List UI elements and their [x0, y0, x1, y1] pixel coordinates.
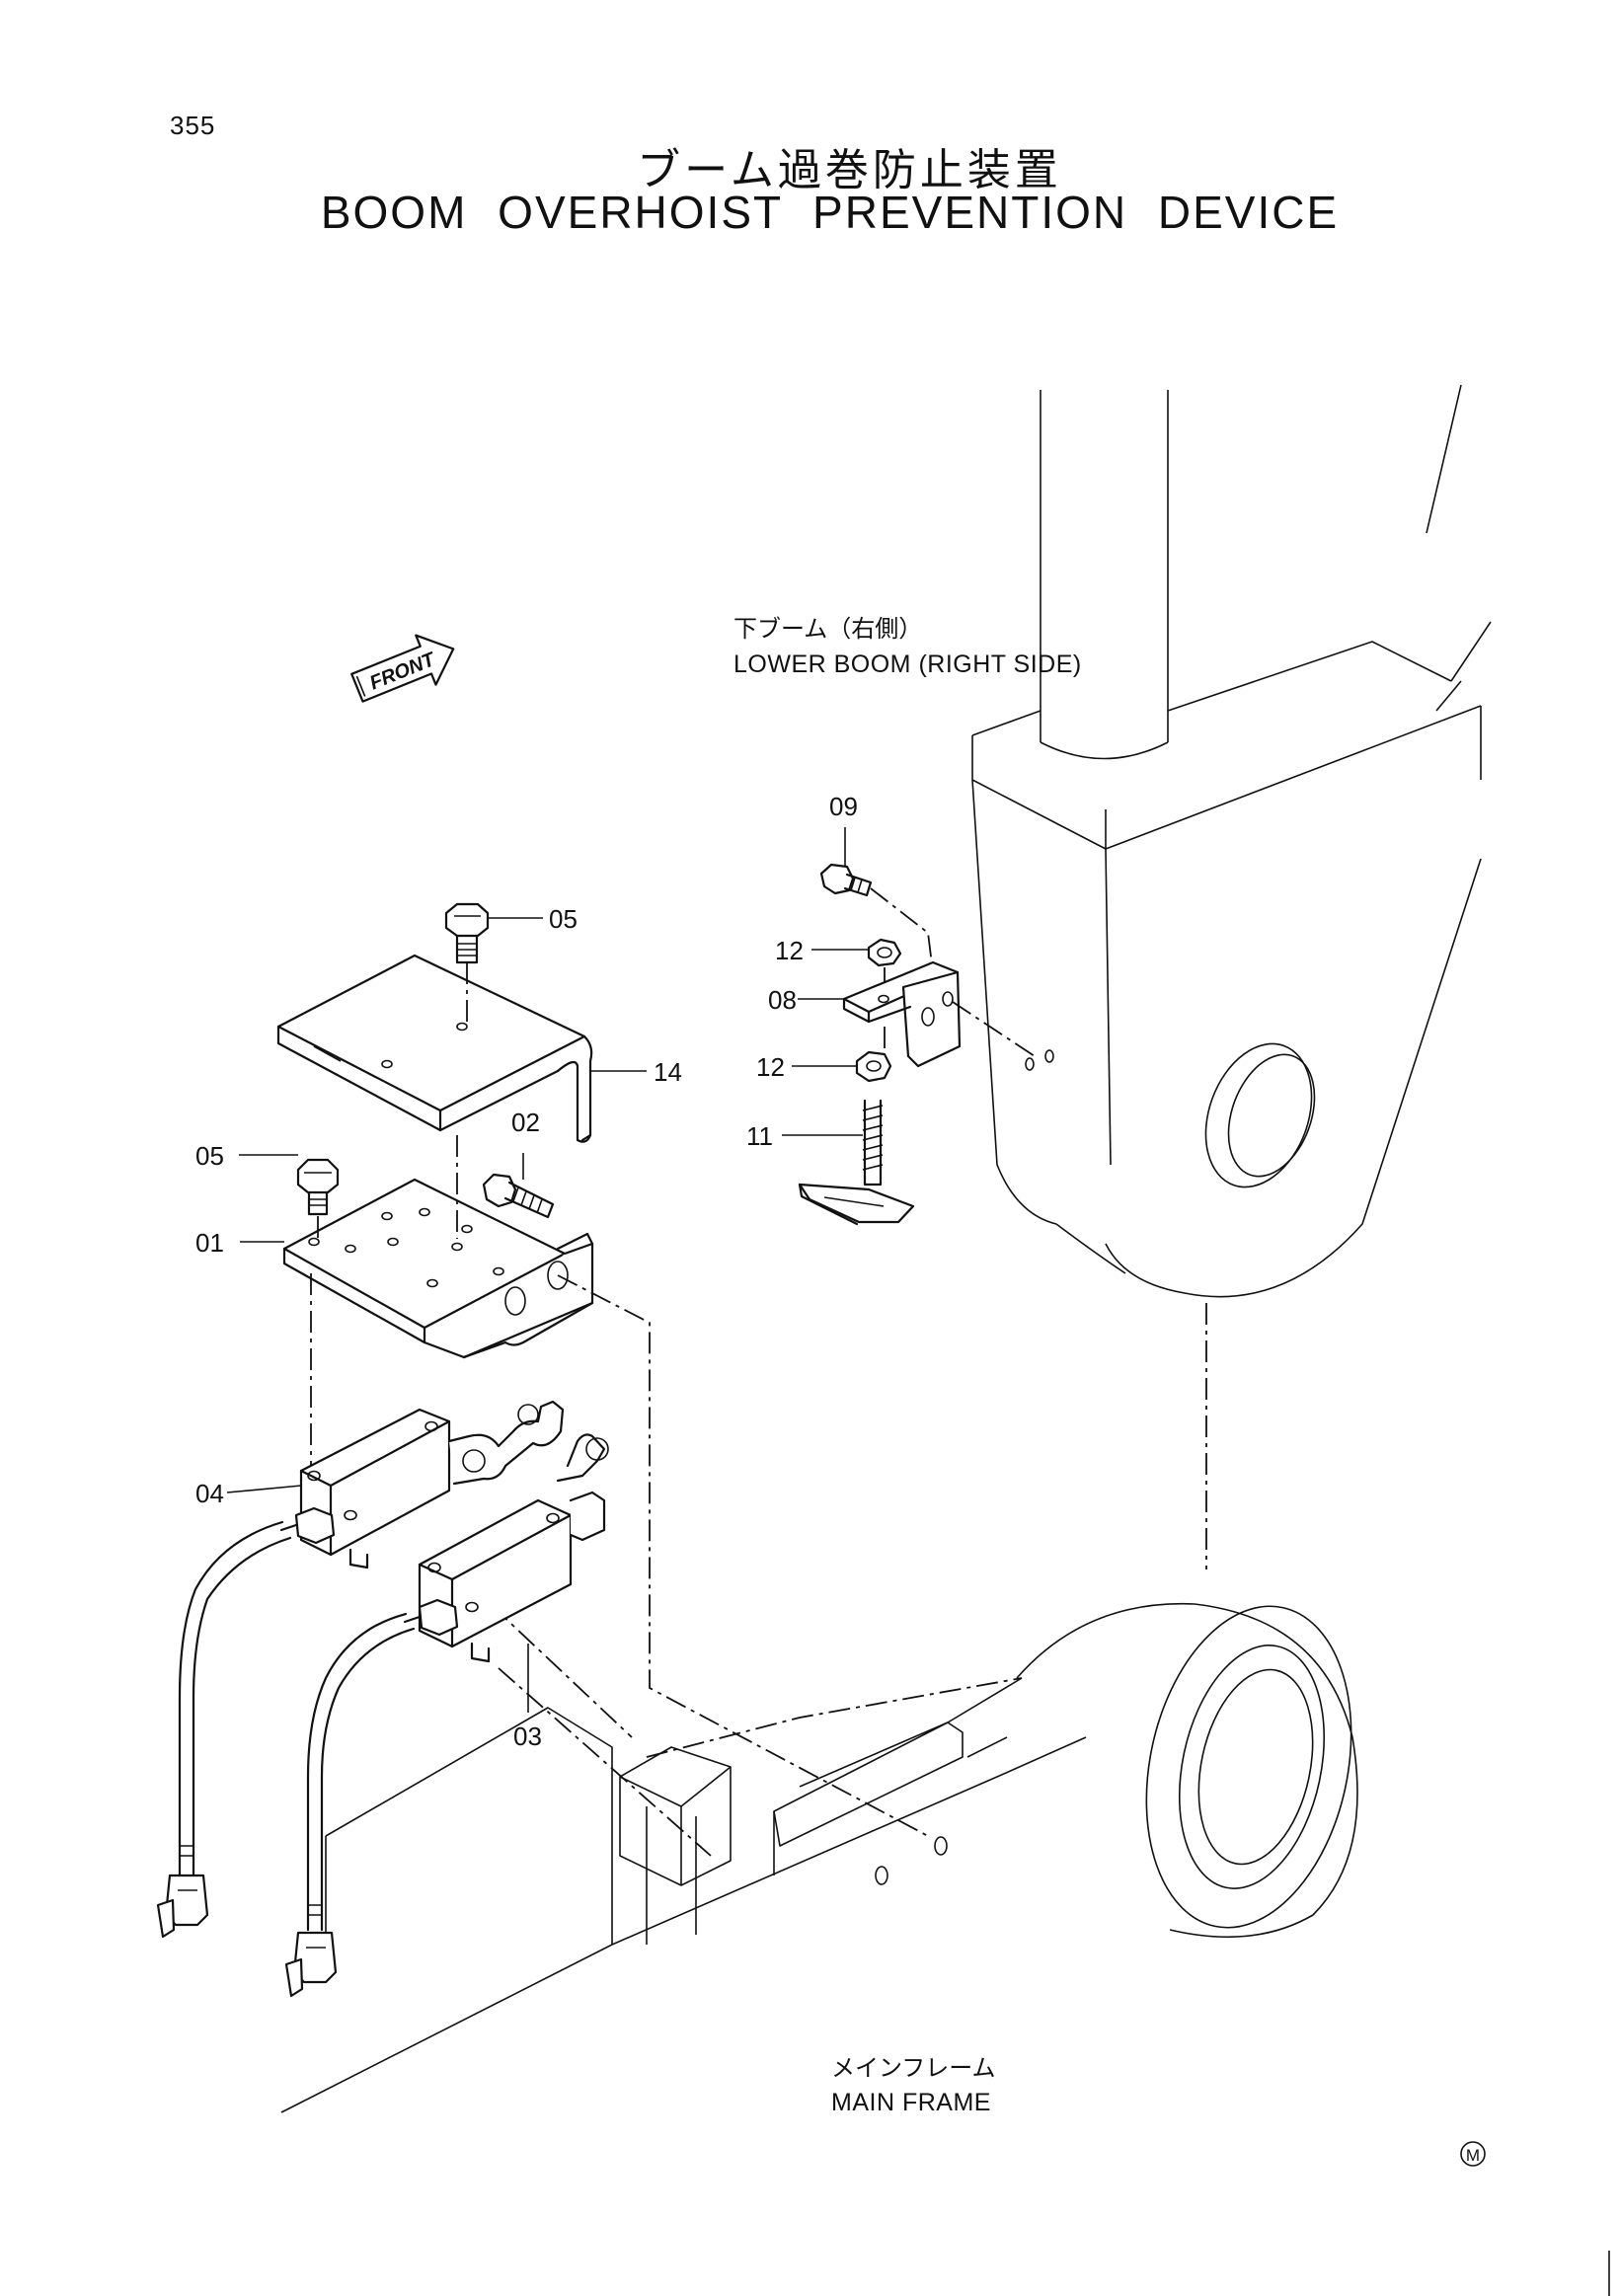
- lower-boom-label-japanese: 下ブーム（右側）: [733, 615, 922, 643]
- callout-leaders: [226, 827, 869, 1713]
- callout-11: 11: [746, 1121, 773, 1151]
- callout-12-lower: 12: [756, 1052, 785, 1082]
- callout-12-upper: 12: [775, 936, 804, 965]
- front-arrow-label: FRONT: [366, 649, 439, 695]
- part-02-bolt: [482, 1173, 555, 1219]
- part-01-bracket: [282, 1178, 594, 1359]
- circled-m-mark: M: [1460, 2141, 1486, 2167]
- callout-05-lower: 05: [195, 1141, 224, 1171]
- page-title-english: BOOM OVERHOIST PREVENTION DEVICE: [320, 187, 1340, 238]
- corner-mark-letter: M: [1466, 2146, 1480, 2165]
- callout-04: 04: [195, 1479, 224, 1508]
- lower-boom-drawing: [971, 384, 1492, 1569]
- part-09-bolt: [819, 863, 934, 973]
- callout-05-upper: 05: [549, 904, 578, 934]
- part-08-bracket: [842, 960, 1036, 1068]
- page-title-japanese: ブーム過巻防止装置: [637, 145, 1062, 195]
- callout-09: 09: [829, 792, 858, 821]
- part-05-bolt-lower: [296, 1158, 340, 1242]
- main-frame-label-japanese: メインフレーム: [831, 2054, 996, 2082]
- main-frame-drawing: [280, 1578, 1358, 2113]
- callout-01: 01: [195, 1228, 224, 1258]
- part-05-bolt-upper: [444, 902, 490, 1022]
- page-number: 355: [170, 111, 216, 140]
- main-frame-label-english: MAIN FRAME: [831, 2089, 991, 2116]
- callout-14: 14: [654, 1057, 682, 1087]
- part-03-limit-switch: [284, 1433, 609, 1998]
- callout-02: 02: [511, 1108, 540, 1137]
- part-12-nut-lower: [855, 1050, 892, 1083]
- callout-08: 08: [768, 985, 797, 1015]
- front-arrow-icon: FRONT: [350, 634, 455, 703]
- part-11-bracket-stud: [798, 1099, 915, 1226]
- callout-03: 03: [513, 1722, 542, 1751]
- lower-boom-label-english: LOWER BOOM (RIGHT SIDE): [733, 651, 1082, 678]
- part-14-cover: [276, 954, 593, 1143]
- part-04-limit-switch: [156, 1400, 565, 1939]
